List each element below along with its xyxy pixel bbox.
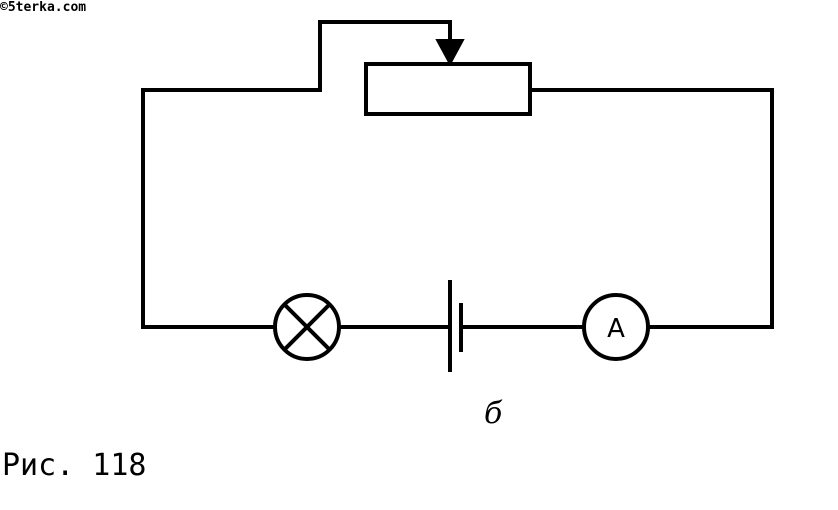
ammeter-label: A <box>607 314 625 344</box>
battery-symbol <box>448 280 463 372</box>
lamp-symbol <box>273 293 341 361</box>
wire-slider <box>318 20 452 92</box>
wire-left-top <box>141 88 368 329</box>
wire-right <box>528 88 774 329</box>
rheostat-slider-arrow <box>435 39 465 67</box>
rheostat-resistor <box>364 62 532 116</box>
watermark-text: ©5terka.com <box>0 0 87 15</box>
figure-caption: Рис. 118 <box>2 448 147 483</box>
figure-sublabel: б <box>484 396 503 431</box>
ammeter-symbol: A <box>582 293 650 361</box>
